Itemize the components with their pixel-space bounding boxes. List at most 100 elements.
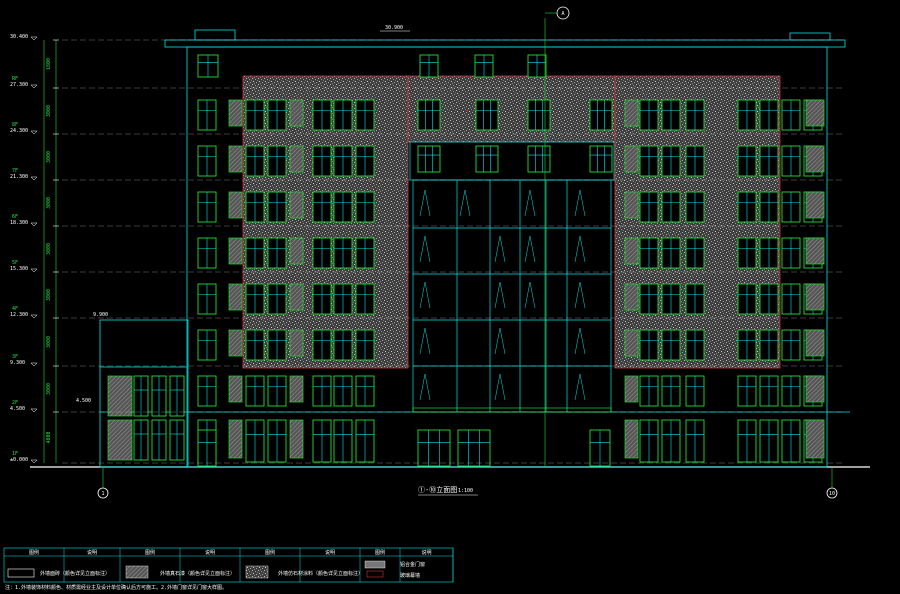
legend-table: 图例说明图例说明图例说明图例说明 外墙面砖（颜色详见立面标注） 外墙真石漆（颜色… [3, 547, 454, 591]
glazing-mark [494, 235, 506, 263]
annex-level-mark: 9.900 [93, 312, 108, 318]
window [781, 329, 801, 361]
window [197, 191, 217, 223]
level-symbol [30, 84, 38, 89]
louver-panel [624, 237, 639, 265]
louver-panel [289, 145, 304, 173]
window [151, 375, 167, 417]
glazing-mark [574, 373, 586, 401]
window [527, 145, 551, 173]
louver-panel [228, 329, 243, 357]
window [333, 145, 353, 177]
louver-panel [228, 191, 243, 219]
window [245, 375, 265, 407]
window-group [107, 54, 825, 467]
window [737, 375, 757, 407]
louver-panel [805, 329, 825, 357]
window [737, 329, 757, 361]
louver-panel [228, 283, 243, 311]
dimension-text: 3000 [46, 151, 52, 163]
elevation-mark: 9.300 [10, 360, 25, 366]
window [267, 99, 287, 131]
window [267, 419, 287, 463]
window [639, 145, 659, 177]
louver-panel [624, 145, 639, 173]
louver-panel [289, 237, 304, 265]
window [685, 145, 705, 177]
window [245, 419, 265, 463]
legend-item-tile: 外墙面砖（颜色详见立面标注） [40, 570, 110, 577]
window [589, 99, 613, 131]
axis-bubble-1 [97, 487, 109, 499]
louver-panel [805, 145, 825, 173]
window [759, 283, 779, 315]
legend-column-header: 说明 [421, 549, 431, 556]
window [661, 145, 681, 177]
canopy-level-mark: 4.500 [76, 398, 91, 404]
window [312, 191, 332, 223]
window [267, 237, 287, 269]
legend-column-header: 图例 [29, 549, 39, 556]
window [312, 419, 332, 463]
elevation-mark: 15.300 [10, 266, 28, 272]
window [245, 283, 265, 315]
legend-column-header: 图例 [265, 549, 275, 556]
window [639, 283, 659, 315]
window [639, 329, 659, 361]
window [589, 429, 611, 467]
level-symbol [30, 130, 38, 135]
window [661, 191, 681, 223]
axis-label-1: 1 [101, 491, 104, 497]
glazing-mark [419, 327, 431, 355]
window [267, 191, 287, 223]
window [475, 145, 499, 173]
legend-column-header: 说明 [325, 549, 335, 556]
window [197, 429, 217, 467]
elevation-mark: 12.300 [10, 312, 28, 318]
window [355, 283, 375, 315]
window [312, 99, 332, 131]
glazing-mark [494, 327, 506, 355]
glazing-mark [574, 189, 586, 217]
legend-column-header: 图例 [375, 549, 385, 556]
glazing-mark [524, 281, 536, 309]
level-lines: 30.400RF27.3008F24.3007F21.3006F18.3005F… [10, 34, 845, 464]
window [245, 145, 265, 177]
floor-label: 6F [12, 214, 18, 220]
elevation-mark: 21.300 [10, 174, 28, 180]
drawing-title: ①-⑩立面图 [418, 485, 457, 494]
window [685, 375, 705, 407]
window [169, 375, 185, 417]
window [312, 329, 332, 361]
window [197, 237, 217, 269]
window [417, 99, 441, 131]
louver-panel [805, 375, 825, 403]
louver-panel [805, 191, 825, 219]
louver-panel [805, 283, 825, 311]
louver-panel [228, 99, 243, 127]
window [417, 429, 451, 467]
window [355, 145, 375, 177]
window [759, 191, 779, 223]
louver-panel [805, 99, 825, 127]
window [169, 419, 185, 461]
level-symbol [30, 176, 38, 181]
glazing-mark [524, 189, 536, 217]
window [661, 419, 681, 463]
louver-panel [289, 329, 304, 357]
level-symbol [30, 459, 38, 464]
window [639, 191, 659, 223]
window [474, 54, 494, 78]
window [639, 419, 659, 463]
window [197, 283, 217, 315]
window [661, 375, 681, 407]
window [267, 283, 287, 315]
louver-panel [624, 329, 639, 357]
window [781, 419, 801, 463]
window [759, 237, 779, 269]
dimension-text: 3000 [46, 383, 52, 395]
legend-column-header: 图例 [145, 549, 155, 556]
window [759, 329, 779, 361]
legend-swatch-tile [7, 568, 35, 578]
